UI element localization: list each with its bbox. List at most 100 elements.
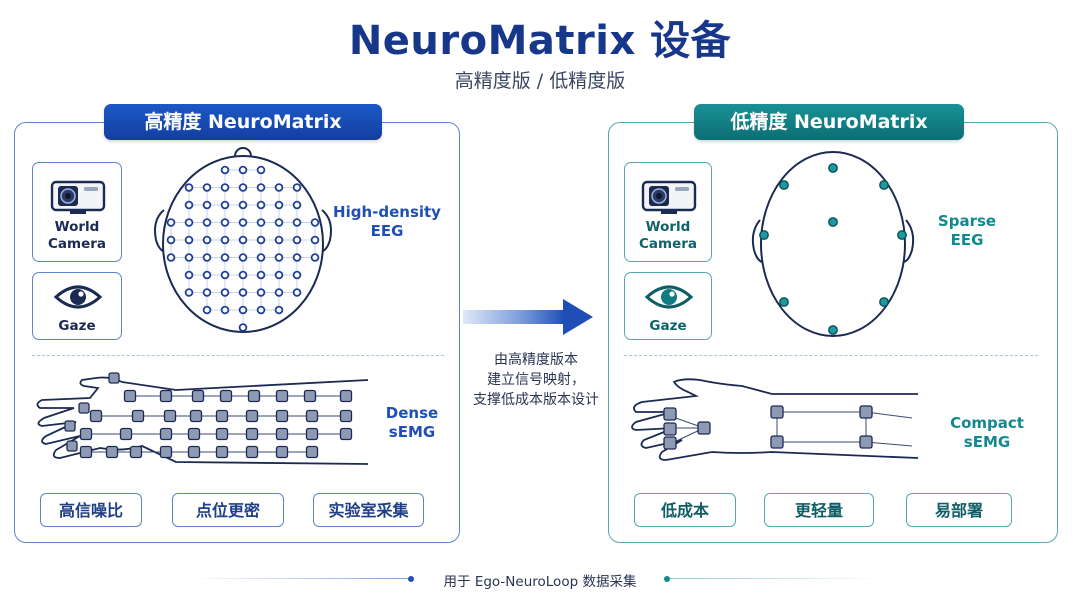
camera-icon xyxy=(50,180,106,214)
sparse-eeg-head xyxy=(751,151,915,337)
eeg-electrode xyxy=(220,200,230,210)
eeg-electrode xyxy=(166,218,176,227)
eeg-electrode xyxy=(256,253,266,262)
semg-electrode xyxy=(187,445,201,459)
eeg-electrode xyxy=(202,218,212,227)
high-precision-header: 高精度 NeuroMatrix xyxy=(104,104,382,140)
eeg-electrode xyxy=(310,218,320,227)
semg-electrodes-low xyxy=(663,405,913,450)
eeg-electrode xyxy=(274,270,284,280)
eeg-electrode xyxy=(274,183,284,192)
eeg-electrode xyxy=(184,270,194,280)
eeg-electrode xyxy=(879,297,889,307)
eeg-electrode xyxy=(292,288,302,297)
eeg-electrode xyxy=(292,218,302,227)
eeg-electrode xyxy=(256,288,266,297)
semg-electrode xyxy=(108,372,120,384)
semg-electrode xyxy=(339,389,353,403)
dense-semg-arm xyxy=(36,372,369,465)
semg-electrode xyxy=(339,427,353,441)
semg-electrode xyxy=(119,427,133,441)
pill-lighter: 更轻量 xyxy=(764,493,874,527)
eeg-electrode xyxy=(292,253,302,262)
eeg-electrodes-low xyxy=(759,163,907,335)
semg-electrode xyxy=(697,421,711,435)
semg-electrode xyxy=(859,405,873,419)
sparse-eeg-label: Sparse EEG xyxy=(937,212,997,249)
semg-grid-high xyxy=(64,372,353,459)
eeg-electrode xyxy=(202,253,212,262)
semg-electrode xyxy=(215,445,229,459)
camera-icon xyxy=(641,180,697,214)
eeg-electrode xyxy=(184,218,194,227)
eeg-electrode xyxy=(238,288,248,297)
gaze-box-low: Gaze xyxy=(624,272,712,340)
semg-electrode xyxy=(66,440,78,452)
compact-semg-arm xyxy=(631,378,919,461)
eeg-electrode xyxy=(828,217,838,227)
pill-denser-points: 点位更密 xyxy=(172,493,284,527)
compact-semg-label: Compact sEMG xyxy=(950,414,1024,451)
footer-dot-left xyxy=(408,575,414,582)
eeg-electrode xyxy=(202,200,212,210)
pill-easy-deploy: 易部署 xyxy=(906,493,1012,527)
eeg-electrode xyxy=(256,218,266,227)
semg-electrode xyxy=(123,389,137,403)
eeg-electrode xyxy=(220,288,230,297)
eeg-electrode xyxy=(202,288,212,297)
eeg-electrode xyxy=(310,235,320,245)
arrow-caption: 由高精度版本建立信号映射，支撑低成本版本设计 xyxy=(473,352,599,408)
eeg-electrode xyxy=(184,235,194,245)
semg-electrode xyxy=(191,389,205,403)
semg-electrode xyxy=(79,427,93,441)
semg-electrode xyxy=(215,409,229,423)
pill-low-cost: 低成本 xyxy=(634,493,736,527)
eeg-electrode xyxy=(256,200,266,210)
semg-wire xyxy=(865,441,913,447)
page-title: NeuroMatrix 设备 xyxy=(348,18,732,64)
eeg-electrode xyxy=(256,235,266,245)
semg-electrode xyxy=(105,445,119,459)
eeg-electrode xyxy=(238,165,248,175)
page-subtitle: 高精度版 / 低精度版 xyxy=(454,70,626,92)
eeg-electrode xyxy=(274,218,284,227)
semg-electrode xyxy=(78,402,90,414)
low-precision-header: 低精度 NeuroMatrix xyxy=(694,104,964,140)
eeg-electrode xyxy=(166,235,176,245)
eeg-electrode xyxy=(879,180,889,190)
eeg-electrode xyxy=(184,200,194,210)
eeg-electrode xyxy=(256,305,266,315)
eeg-electrode xyxy=(292,235,302,245)
eeg-electrode xyxy=(310,253,320,262)
semg-electrode xyxy=(79,445,93,459)
eeg-electrode xyxy=(238,200,248,210)
eeg-electrode xyxy=(220,235,230,245)
eeg-electrode xyxy=(238,183,248,192)
eeg-electrode xyxy=(220,270,230,280)
semg-electrode xyxy=(305,409,319,423)
semg-electrode xyxy=(245,445,259,459)
eeg-electrode xyxy=(828,325,838,335)
semg-electrode xyxy=(303,389,317,403)
eeg-electrode xyxy=(238,218,248,227)
semg-electrode xyxy=(275,409,289,423)
semg-electrode xyxy=(219,389,233,403)
eeg-electrode xyxy=(759,230,769,240)
semg-electrode xyxy=(275,445,289,459)
eeg-electrode xyxy=(184,288,194,297)
semg-electrode xyxy=(215,427,229,441)
eeg-electrode xyxy=(202,270,212,280)
eeg-electrode xyxy=(220,253,230,262)
eeg-electrode xyxy=(238,305,248,315)
semg-electrode xyxy=(187,427,201,441)
eeg-electrode xyxy=(274,200,284,210)
semg-electrode xyxy=(245,427,259,441)
eeg-electrode xyxy=(184,183,194,192)
semg-electrode xyxy=(663,436,677,450)
semg-electrode xyxy=(663,407,677,421)
gaze-box-high: Gaze xyxy=(32,272,122,340)
semg-electrode xyxy=(129,445,143,459)
